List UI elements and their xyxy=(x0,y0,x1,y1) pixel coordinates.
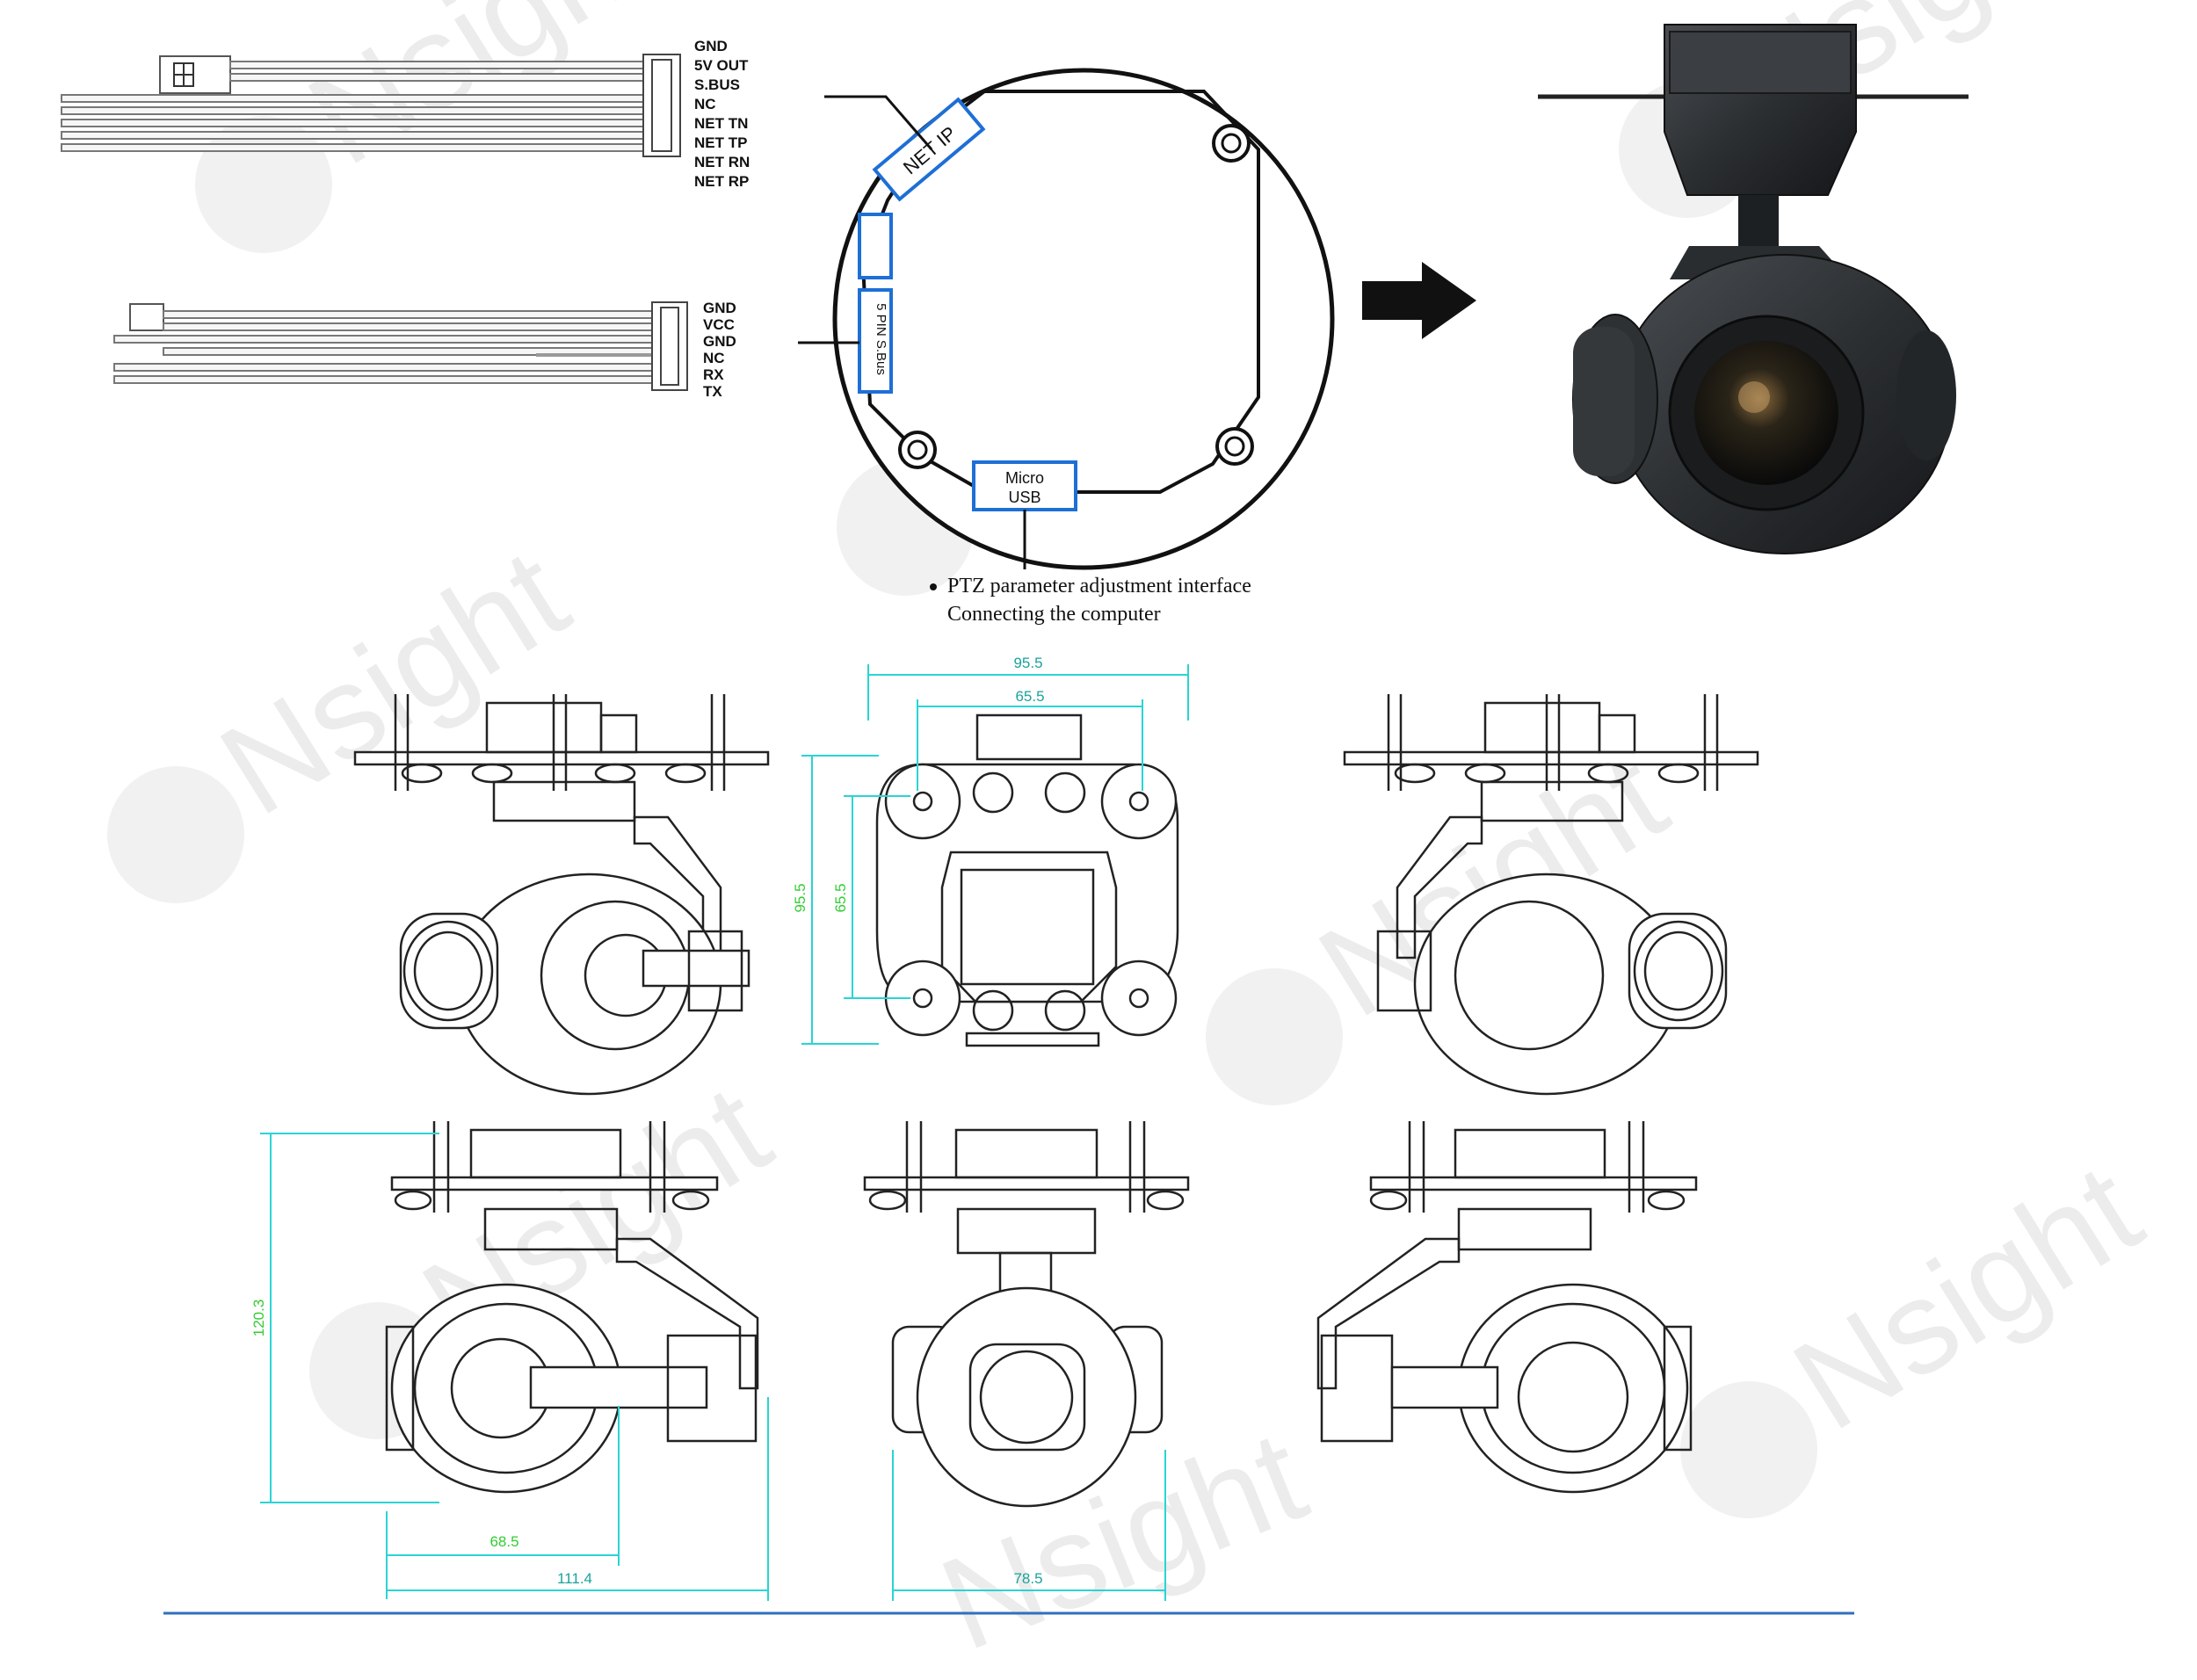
connector-b-wires xyxy=(113,310,653,384)
board-diagram: NET IP 5 PIN S.Bus Micro USB PTZ paramet… xyxy=(798,68,1335,626)
pin-label: NET RN xyxy=(694,154,750,170)
connector-b-plug xyxy=(129,303,164,331)
pin-label: VCC xyxy=(703,316,735,333)
connector-b: GND VCC GND NC RX TX xyxy=(113,300,736,400)
board-outline xyxy=(832,68,1335,570)
note-line2: Connecting the computer xyxy=(947,603,1161,626)
connector-a-plug xyxy=(159,55,231,94)
pin-label: NET RP xyxy=(694,173,749,190)
bottom-view-front xyxy=(863,1121,1190,1508)
arrow-icon xyxy=(1362,262,1476,339)
pin-label: NET TN xyxy=(694,115,748,132)
dim-top-height-inner: 65.5 xyxy=(832,883,849,912)
dim-top-height-outer: 95.5 xyxy=(792,883,808,912)
pin-label: NC xyxy=(694,96,716,112)
pin-label: GND xyxy=(703,300,736,316)
product-photo xyxy=(1538,24,1969,554)
port-sbus: 5 PIN S.Bus xyxy=(858,288,893,394)
pin-label: S.BUS xyxy=(694,76,740,93)
pin-label: NC xyxy=(703,350,725,366)
pin-label: GND xyxy=(694,38,728,54)
note-line1: PTZ parameter adjustment interface xyxy=(947,575,1251,597)
port-usb-line2: USB xyxy=(1008,489,1040,506)
bottom-view-left xyxy=(385,1121,759,1494)
connector-a-wires xyxy=(61,61,644,152)
top-view-plan xyxy=(875,713,1179,1047)
dim-depth-outer: 111.4 xyxy=(557,1570,592,1587)
dim-height: 120.3 xyxy=(250,1300,267,1337)
connector-a-labels: GND 5V OUT S.BUS NC NET TN NET TP NET RN… xyxy=(694,38,750,190)
dimension-lines xyxy=(260,664,1189,1601)
bottom-view-right xyxy=(1316,1121,1698,1494)
dimension-labels: 95.5 65.5 95.5 65.5 120.3 68.5 111.4 78.… xyxy=(250,655,1045,1587)
board-plate xyxy=(860,90,1260,494)
pin-label: NET TP xyxy=(694,134,747,151)
port-unlabeled xyxy=(858,213,893,279)
dim-top-width-outer: 95.5 xyxy=(1013,655,1042,671)
connector-a: GND 5V OUT S.BUS NC NET TN NET TP NET RN… xyxy=(61,38,750,190)
watermark-text: Nsight xyxy=(1769,1134,2164,1458)
port-micro-usb: Micro USB xyxy=(972,460,1077,511)
dim-depth-inner: 68.5 xyxy=(489,1533,518,1550)
side-view-right xyxy=(1343,694,1759,1096)
watermark-text: Nsight xyxy=(196,519,591,843)
connector-b-labels: GND VCC GND NC RX TX xyxy=(703,300,736,400)
port-sbus-label: 5 PIN S.Bus xyxy=(874,303,888,375)
watermark-4: Nsight xyxy=(107,519,591,903)
pin-label: RX xyxy=(703,366,724,383)
pin-label: 5V OUT xyxy=(694,57,749,74)
port-usb-line1: Micro xyxy=(1005,469,1044,487)
dim-front-width: 78.5 xyxy=(1013,1570,1042,1587)
mount-holes xyxy=(898,124,1254,469)
leader-lines xyxy=(798,95,1026,569)
side-view-left xyxy=(353,694,770,1096)
watermark-7: Nsight xyxy=(1680,1134,2164,1518)
pin-label: TX xyxy=(703,383,722,400)
pin-label: GND xyxy=(703,333,736,350)
dim-top-width-inner: 65.5 xyxy=(1015,688,1044,705)
